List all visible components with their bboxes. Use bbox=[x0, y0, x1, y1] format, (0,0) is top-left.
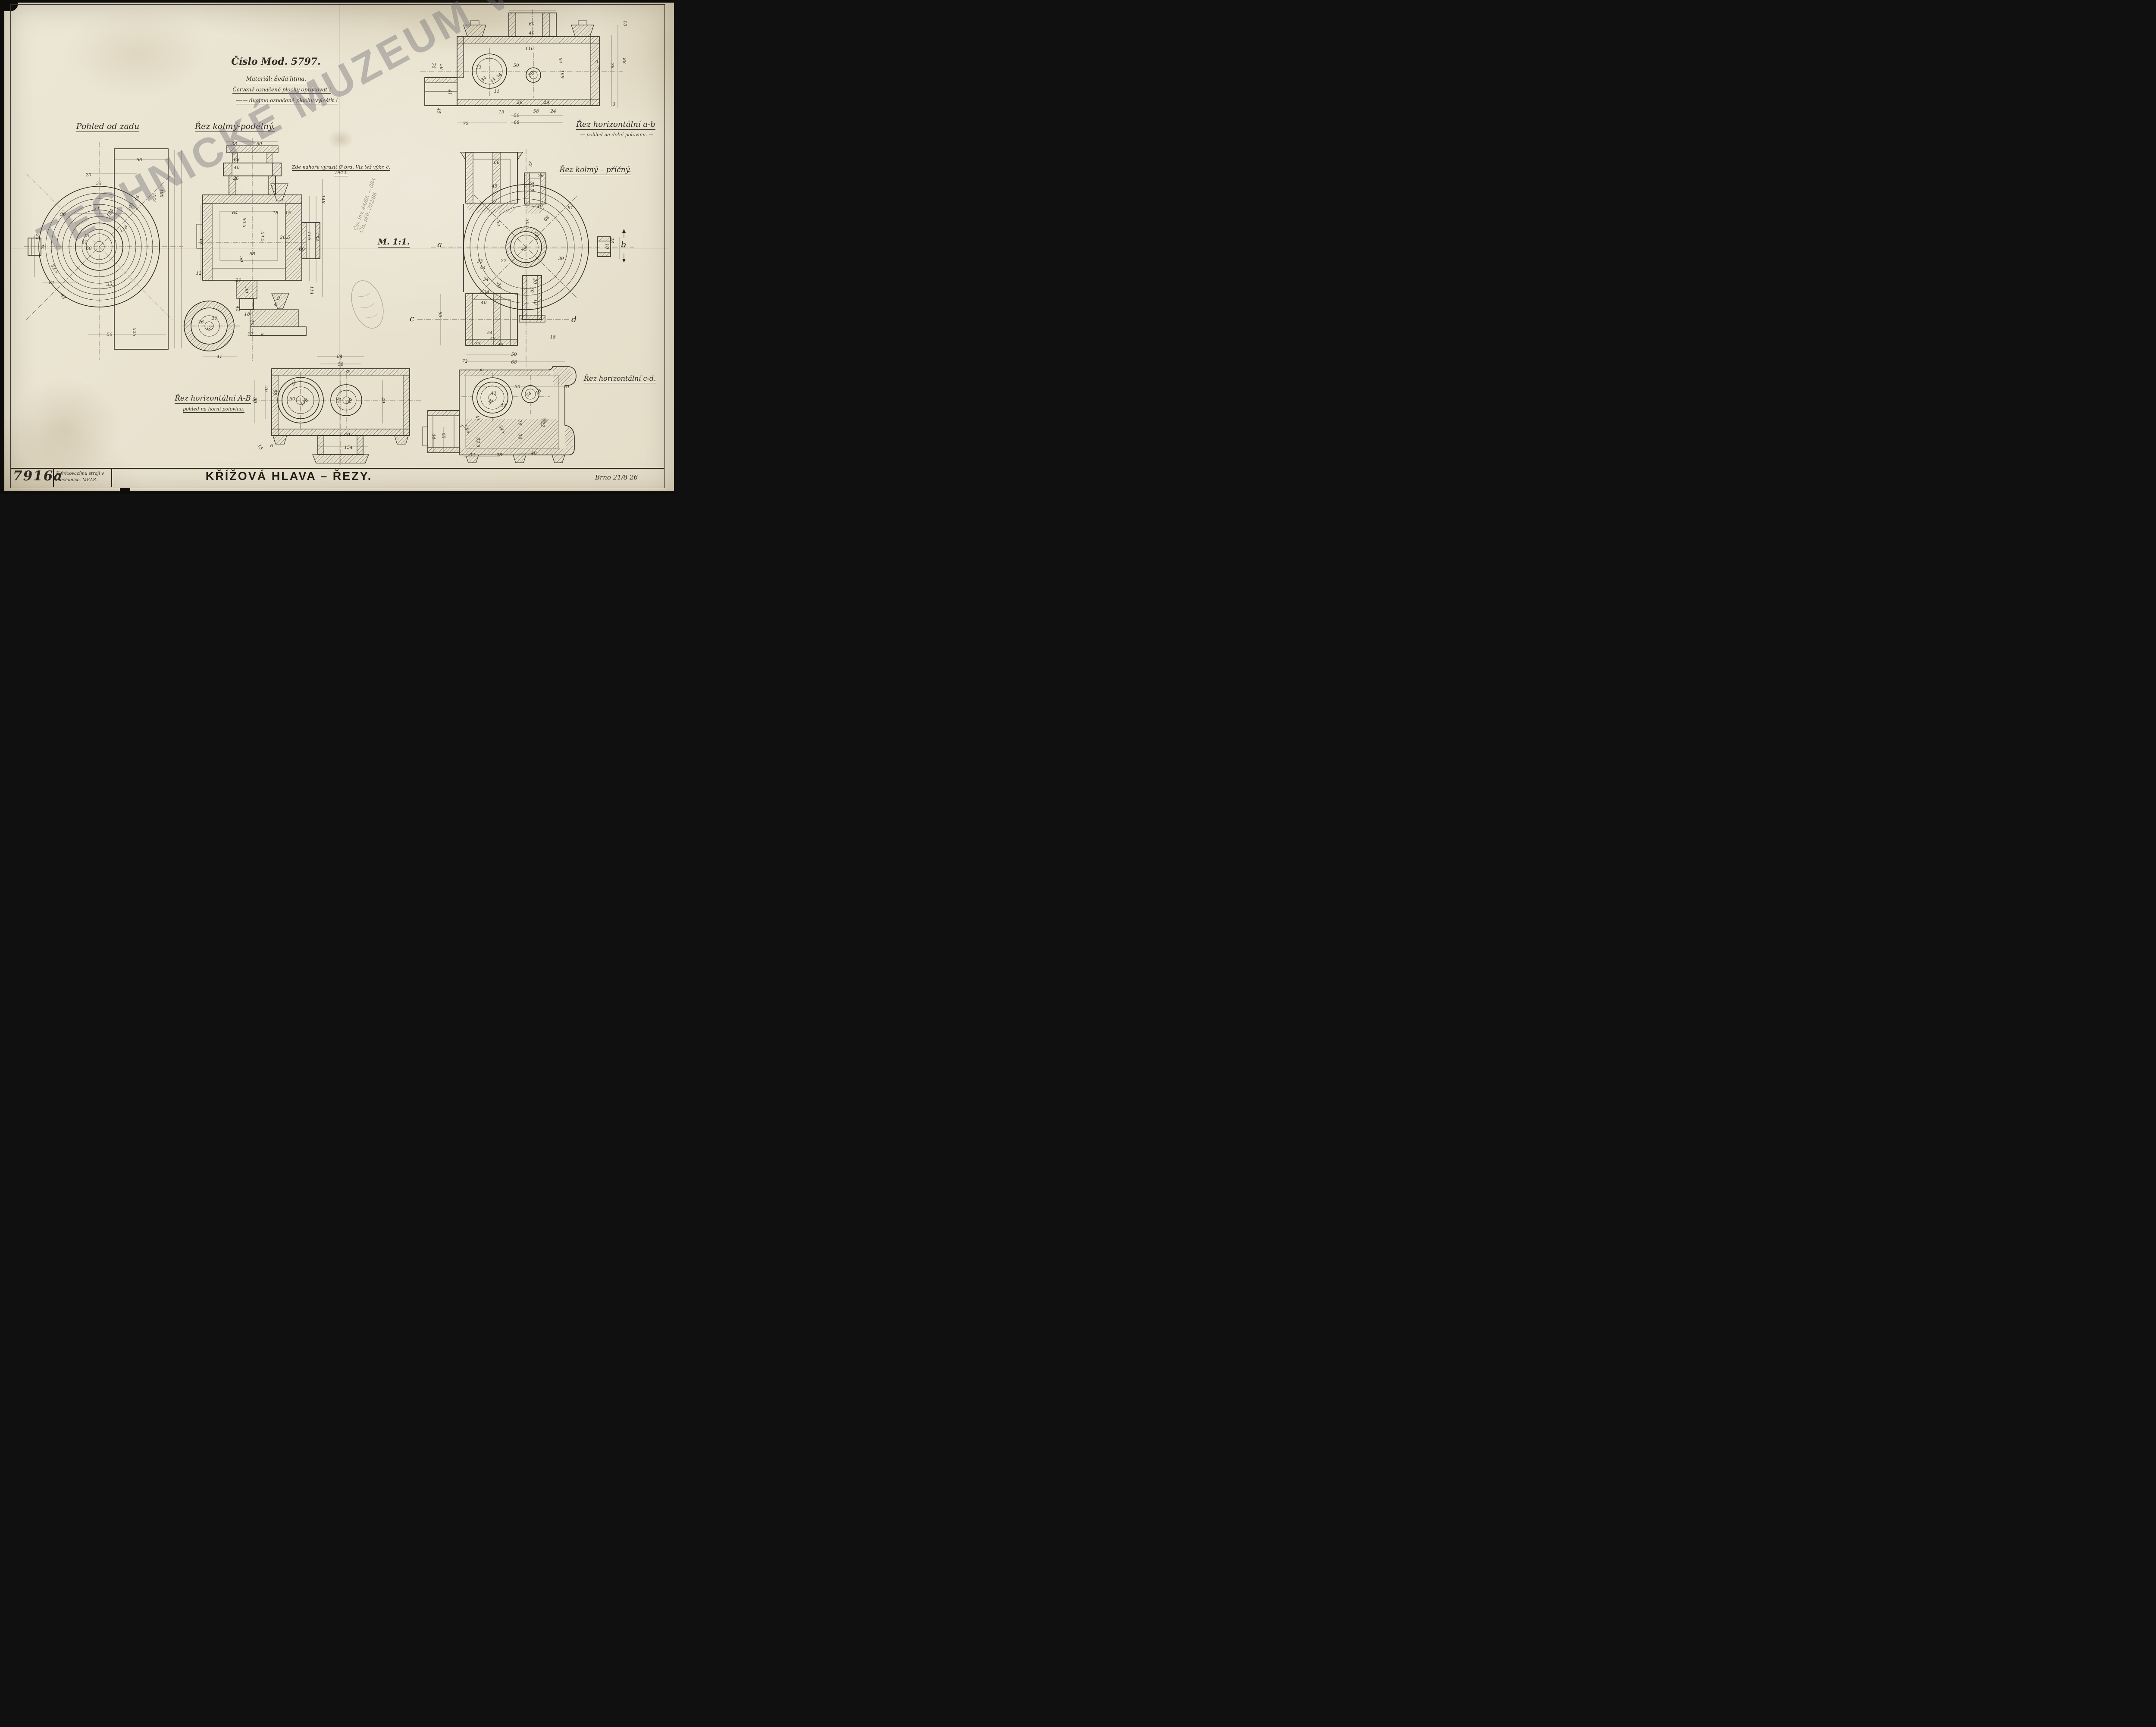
view-ab-title: Řez horizontální a-b bbox=[568, 120, 663, 130]
view-ab-subtitle: — pohled na dolní polovinu. — bbox=[577, 132, 657, 138]
polish-note-text: —·— dvojmo označené plochy vyleštit ! bbox=[235, 97, 338, 104]
view-horizontal-cd-drawing bbox=[422, 366, 577, 463]
polish-note: —·— dvojmo označené plochy vyleštit ! bbox=[233, 97, 341, 104]
scan-edge-top bbox=[0, 0, 675, 3]
scan-corner-blot bbox=[0, 0, 18, 11]
view-AB-title: Řez horizontální A-B bbox=[171, 394, 255, 404]
scale-label: M. 1:1. bbox=[378, 237, 412, 248]
scan-edge-right bbox=[674, 0, 675, 494]
scan-edge-bottom bbox=[0, 491, 675, 494]
view-longitudinal-title: Řez kolmý-podélný. bbox=[191, 122, 279, 132]
title-block-divider-1 bbox=[53, 468, 54, 487]
view-back-drawing bbox=[24, 142, 183, 360]
view-AB-subtitle: pohled na horní polovinu. bbox=[178, 406, 249, 413]
material-text: Materiál: Šedá litina. bbox=[246, 76, 307, 83]
view-AB-title-text: Řez horizontální A-B bbox=[175, 394, 251, 404]
scale-text: M. 1:1. bbox=[378, 237, 410, 248]
drawing-number: 7916a bbox=[13, 468, 63, 484]
view-longitudinal-title-text: Řez kolmý-podélný. bbox=[194, 122, 275, 132]
model-number-text: Číslo Mod. 5797. bbox=[231, 56, 321, 68]
view-transverse-section-drawing bbox=[431, 149, 634, 367]
machine-note-line1: K frézovacímu stroji v bbox=[56, 471, 104, 476]
title-block-divider-2 bbox=[111, 468, 112, 487]
view-back-title: Pohled od zadu bbox=[71, 122, 144, 132]
issue-date: Brno 21/8 26 bbox=[595, 473, 638, 481]
view-ab-title-text: Řez horizontální a-b bbox=[576, 120, 655, 130]
machine-note: K frézovacímu stroji v mechanice. MEAS. bbox=[56, 470, 110, 483]
machining-note-text: Červeně označené plochy opracovat ! bbox=[232, 87, 331, 94]
view-cd-title-text: Řez horizontální c-d. bbox=[583, 374, 656, 383]
view-AB-subtitle-text: pohled na horní polovinu. bbox=[183, 406, 244, 413]
material-note: Materiál: Šedá litina. bbox=[234, 76, 318, 83]
section-marker-a: a bbox=[437, 240, 442, 249]
paper-background bbox=[4, 3, 674, 494]
model-number-title: Číslo Mod. 5797. bbox=[231, 56, 321, 68]
view-longitudinal-section-drawing bbox=[183, 138, 323, 362]
punch-note-text: Zde nahoře vyrazit Ø brd. Viz též výkr. … bbox=[291, 164, 391, 176]
scan-bottom-mark bbox=[120, 488, 130, 492]
drawing-sheet: Číslo Mod. 5797. Materiál: Šedá litina. … bbox=[0, 0, 675, 494]
view-back-title-text: Pohled od zadu bbox=[76, 122, 140, 132]
view-ab-subtitle-text: — pohled na dolní polovinu. — bbox=[580, 132, 654, 138]
scan-edge-left bbox=[0, 0, 4, 494]
view-cross-title-text: Řez kolmý – příčný. bbox=[559, 166, 631, 175]
machining-note: Červeně označené plochy opracovat ! bbox=[229, 87, 335, 94]
title-block-top-line bbox=[10, 468, 664, 469]
view-cross-title: Řez kolmý – příčný. bbox=[555, 166, 635, 175]
punch-note: Zde nahoře vyrazit Ø brd. Viz též výkr. … bbox=[287, 164, 395, 176]
section-marker-c: c bbox=[410, 314, 414, 323]
section-marker-d: d bbox=[571, 315, 577, 324]
archive-stamp-oval bbox=[351, 280, 384, 329]
view-horizontal-ab-drawing bbox=[420, 9, 623, 123]
machine-note-line2: mechanice. MEAS. bbox=[56, 478, 97, 483]
view-cd-title: Řez horizontální c-d. bbox=[578, 374, 662, 383]
view-horizontal-AB-drawing bbox=[252, 354, 423, 466]
drawing-title: KŘÍŽOVÁ HLAVA – ŘEZY. bbox=[205, 470, 373, 483]
section-marker-b: b bbox=[621, 240, 627, 249]
